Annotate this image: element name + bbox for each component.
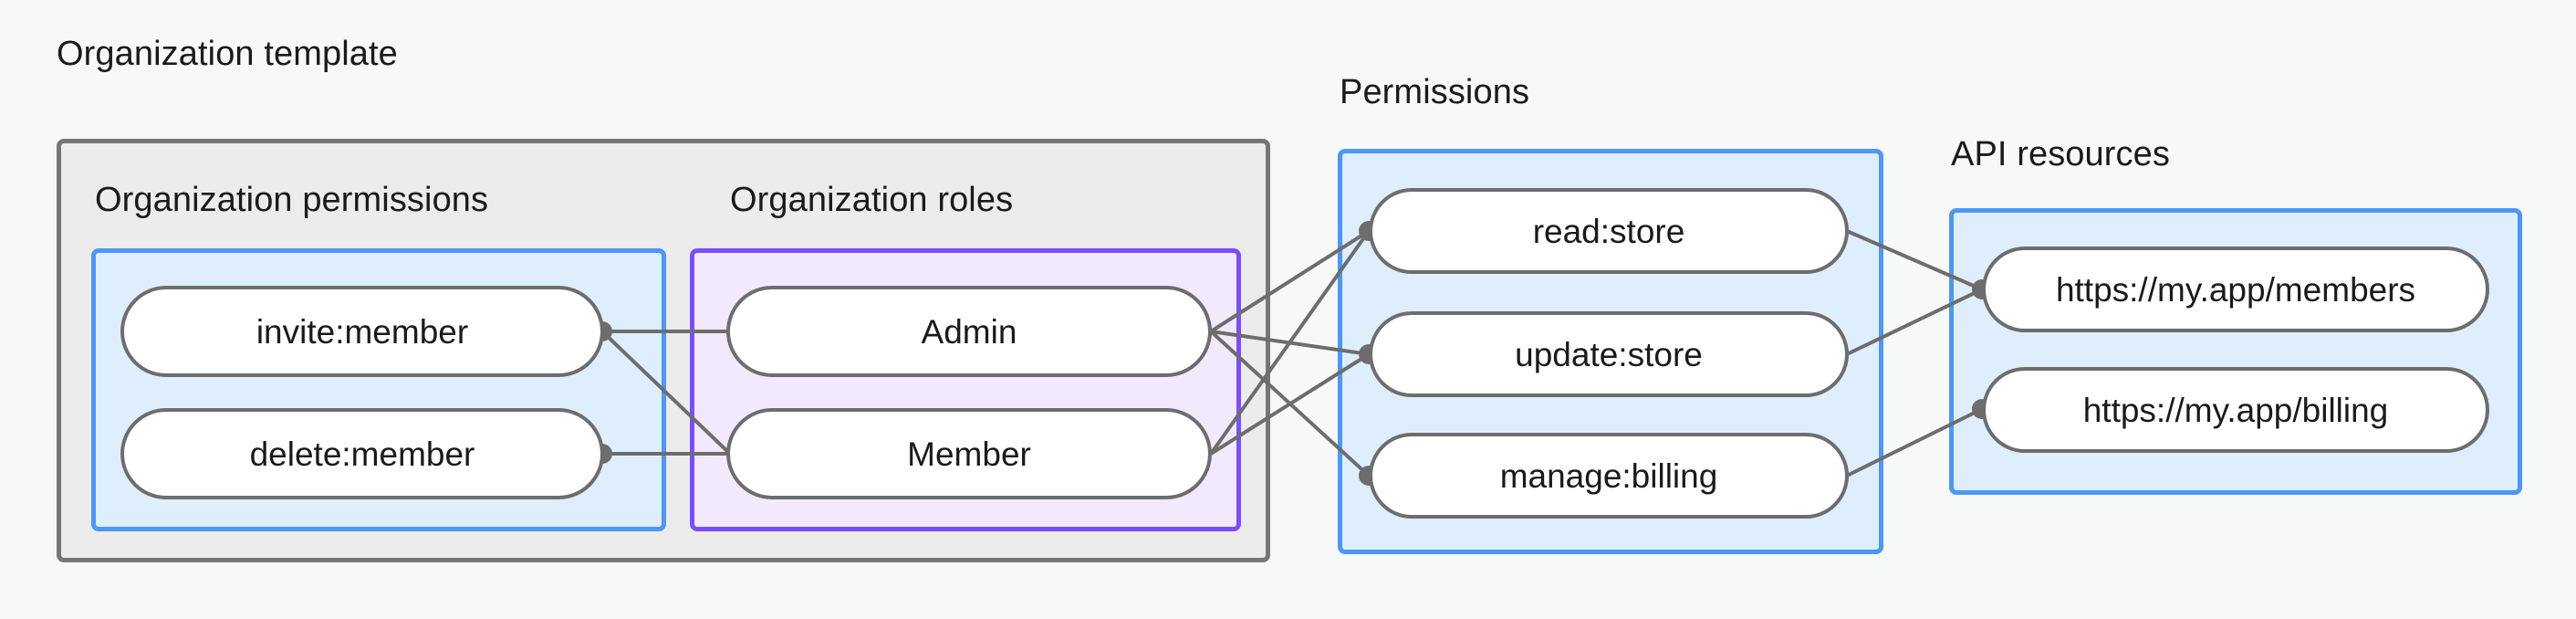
- node-manage-billing[interactable]: manage:billing: [1369, 433, 1849, 519]
- node-read-store[interactable]: read:store: [1369, 188, 1849, 274]
- node-api-resource-members[interactable]: https://my.app/members: [1982, 247, 2489, 332]
- node-role-member[interactable]: Member: [726, 408, 1212, 499]
- node-delete-member[interactable]: delete:member: [120, 408, 604, 499]
- permissions-title: Permissions: [1340, 73, 1530, 111]
- organization-roles-label: Organization roles: [730, 181, 1014, 219]
- api-resources-title: API resources: [1951, 135, 2170, 173]
- node-role-admin[interactable]: Admin: [726, 286, 1212, 377]
- organization-permissions-label: Organization permissions: [95, 181, 489, 219]
- node-update-store[interactable]: update:store: [1369, 311, 1849, 397]
- organization-template-title: Organization template: [57, 35, 398, 73]
- node-api-resource-billing[interactable]: https://my.app/billing: [1982, 367, 2489, 453]
- node-invite-member[interactable]: invite:member: [120, 286, 604, 377]
